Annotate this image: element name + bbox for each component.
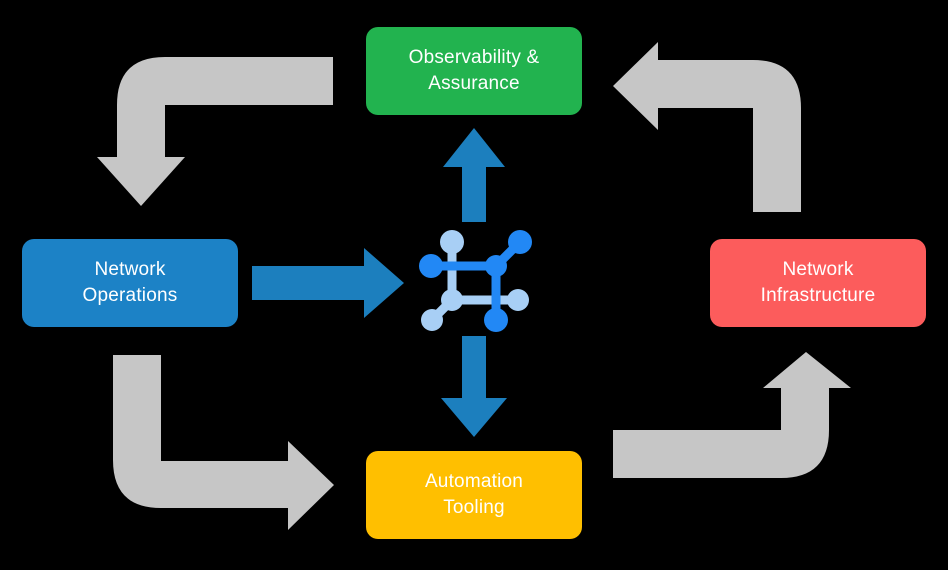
gray-arrow-infrastructure-to-observability bbox=[613, 42, 801, 212]
blue-arrow-center-to-observability bbox=[443, 128, 505, 222]
node-box-network-operations[interactable]: Network Operations bbox=[22, 239, 238, 327]
node-label-line2: Operations bbox=[82, 285, 178, 306]
node-box-observability-assurance[interactable]: Observability & Assurance bbox=[366, 27, 582, 115]
node-box-network-infrastructure[interactable]: Network Infrastructure bbox=[710, 239, 926, 327]
node-label-line1: Network bbox=[782, 259, 854, 281]
blue-arrow-center-to-automation bbox=[441, 336, 507, 437]
gray-arrow-automation-to-infrastructure bbox=[613, 352, 851, 478]
node-label-line1: Observability & bbox=[408, 47, 540, 69]
node-label-line2: Assurance bbox=[428, 73, 520, 94]
node-label-line1: Network bbox=[94, 259, 166, 281]
network-topology-icon bbox=[419, 230, 532, 332]
network-icon-primary-nodes bbox=[419, 230, 532, 332]
gray-arrow-observability-to-operations bbox=[97, 57, 333, 206]
node-label-line2: Infrastructure bbox=[760, 285, 876, 306]
node-label-line2: Tooling bbox=[443, 497, 505, 518]
network-icon-secondary-nodes bbox=[421, 230, 529, 331]
node-label-line1: Automation bbox=[424, 471, 524, 493]
blue-arrow-operations-to-center bbox=[252, 248, 404, 318]
node-box-automation-tooling[interactable]: Automation Tooling bbox=[366, 451, 582, 539]
gray-arrow-operations-to-automation bbox=[113, 355, 334, 530]
